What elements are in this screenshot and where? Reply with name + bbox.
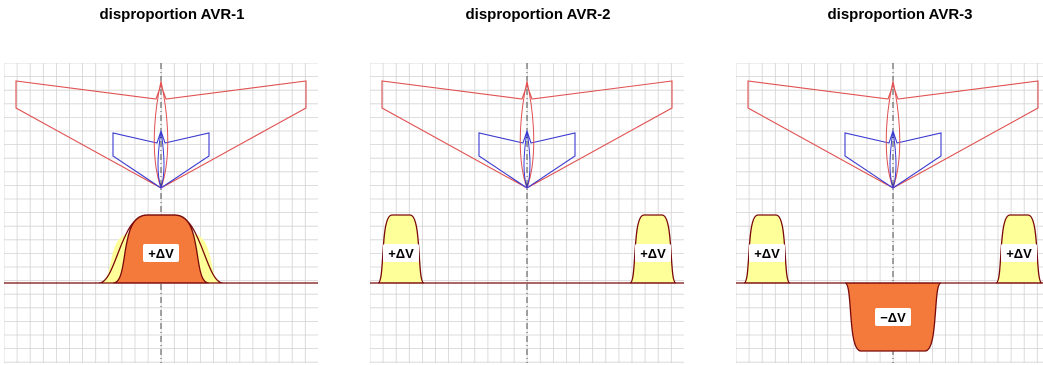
bump-central-outline <box>98 214 224 284</box>
diagram-canvas: +ΔV +ΔV <box>370 63 684 363</box>
delta-v-label-text: +ΔV <box>1006 246 1032 261</box>
delta-v-label-text: +ΔV <box>754 246 780 261</box>
delta-v-label: +ΔV <box>143 244 179 262</box>
fuselage-inner-outline <box>157 130 165 190</box>
delta-v-label-box <box>143 244 179 262</box>
diagram-1-title: disproportion AVR-1 <box>99 6 245 23</box>
diagram-canvas: +ΔV <box>4 63 318 363</box>
delta-v-label-text: +ΔV <box>148 246 174 261</box>
fuselage-inner-outline <box>889 130 897 190</box>
delta-v-label: +ΔV <box>1001 244 1037 262</box>
main-wing-outline <box>747 80 1039 189</box>
diagram-3-title: disproportion AVR-3 <box>827 6 973 23</box>
delta-v-label: +ΔV <box>749 244 785 262</box>
main-wing-outline <box>15 80 307 189</box>
diagram-2-title: disproportion AVR-2 <box>465 6 611 23</box>
fuselage-inner-outline <box>523 130 531 190</box>
delta-v-label: −ΔV <box>875 308 911 326</box>
delta-v-label-box <box>749 244 785 262</box>
delta-v-label-text: +ΔV <box>640 246 666 261</box>
delta-v-label-text: −ΔV <box>880 310 906 325</box>
delta-v-label: +ΔV <box>635 244 671 262</box>
delta-v-label-box <box>875 308 911 326</box>
delta-v-label: +ΔV <box>383 244 419 262</box>
diagram-canvas: +ΔV +ΔV −ΔV <box>736 63 1043 363</box>
diagram-3-panel: +ΔV +ΔV −ΔV <box>736 63 1043 363</box>
diagram-1-panel: +ΔV <box>4 63 318 363</box>
delta-v-label-box <box>635 244 671 262</box>
delta-v-label-box <box>1001 244 1037 262</box>
delta-v-label-box <box>383 244 419 262</box>
diagram-2-panel: +ΔV +ΔV <box>370 63 684 363</box>
main-wing-outline <box>381 80 673 189</box>
delta-v-label-text: +ΔV <box>388 246 414 261</box>
